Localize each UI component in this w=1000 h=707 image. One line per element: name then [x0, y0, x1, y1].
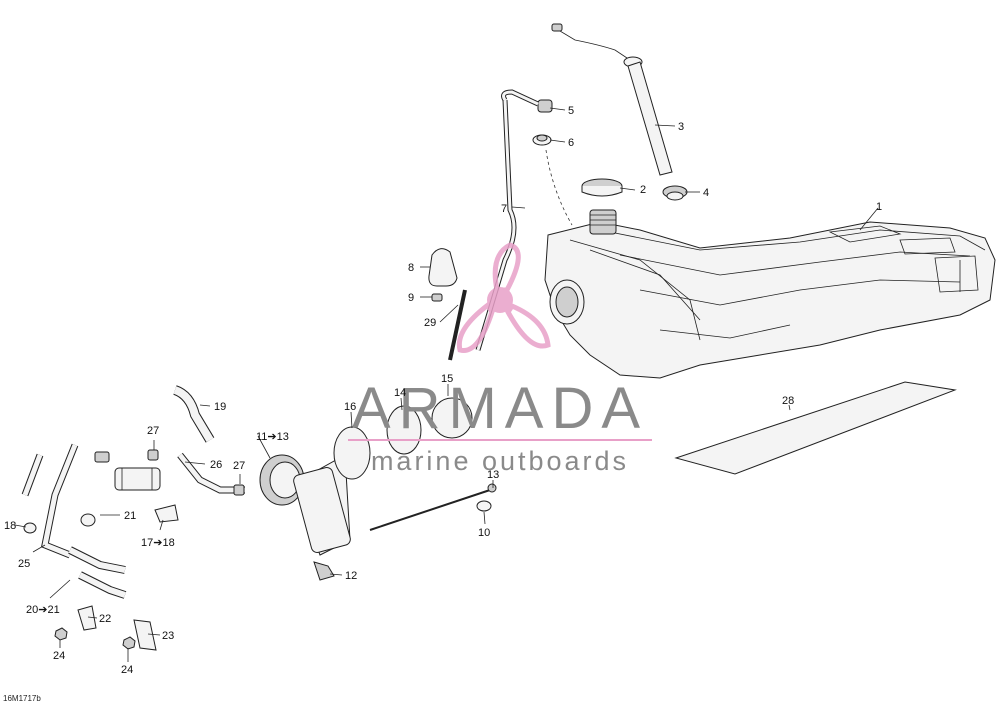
callout-20-21: 20➔21 [26, 604, 60, 616]
watermark-logo: ARMADA marine outboards [348, 242, 652, 476]
callout-27-b: 27 [233, 460, 245, 472]
callout-4: 4 [703, 187, 709, 199]
fuel-cap [581, 178, 623, 197]
clamp [147, 449, 159, 461]
clamp [23, 522, 37, 534]
callout-13: 13 [487, 469, 499, 481]
callout-8: 8 [408, 262, 414, 274]
callout-10: 10 [478, 527, 490, 539]
callout-16: 16 [344, 401, 356, 413]
watermark-tagline: marine outboards [371, 446, 629, 476]
fuel-pump-module [259, 454, 351, 581]
callout-21: 21 [124, 510, 136, 522]
callout-26: 26 [210, 459, 222, 471]
callout-24-a: 24 [53, 650, 65, 662]
fitting [154, 504, 179, 523]
bracket [77, 605, 97, 631]
callout-9: 9 [408, 292, 414, 304]
fuel-hoses [21, 385, 245, 599]
callout-5: 5 [568, 105, 574, 117]
callouts: 1 2 3 4 5 6 7 8 9 10 11➔13 12 13 14 15 1… [4, 105, 882, 676]
callout-19: 19 [214, 401, 226, 413]
vent-valve [532, 99, 553, 146]
bracket [133, 619, 157, 651]
callout-25: 25 [18, 558, 30, 570]
callout-28: 28 [782, 395, 794, 407]
callout-17-18: 17➔18 [141, 537, 175, 549]
callout-14: 14 [394, 387, 406, 399]
tank-strap [674, 381, 957, 475]
callout-11-13: 11➔13 [256, 431, 289, 443]
callout-18: 18 [4, 520, 16, 532]
gasket [428, 248, 458, 287]
fuel-pump-locking-ring [333, 397, 473, 480]
callout-3: 3 [678, 121, 684, 133]
grommet [662, 185, 688, 201]
callout-27-a: 27 [147, 425, 159, 437]
leader-lines [14, 107, 879, 662]
callout-15: 15 [441, 373, 453, 385]
callout-2: 2 [640, 184, 646, 196]
callout-12: 12 [345, 570, 357, 582]
propeller-icon [456, 242, 551, 353]
nut [54, 627, 68, 641]
vent-hose [475, 89, 540, 351]
watermark-brand: ARMADA [352, 376, 648, 441]
fuel-level-sender [551, 23, 673, 176]
clamp [233, 484, 245, 496]
clip [431, 293, 443, 302]
callout-23: 23 [162, 630, 174, 642]
callout-1: 1 [876, 201, 882, 213]
callout-29: 29 [424, 317, 436, 329]
tube [448, 289, 467, 361]
fuel-tank [544, 209, 996, 379]
fuel-level-rod [369, 483, 497, 531]
callout-7: 7 [501, 203, 507, 215]
callout-22: 22 [99, 613, 111, 625]
nut [122, 636, 136, 650]
clamp [80, 513, 96, 527]
callout-24-b: 24 [121, 664, 133, 676]
fuel-filter [94, 451, 161, 491]
drawing-reference: 16M1717b [3, 694, 41, 703]
callout-6: 6 [568, 137, 574, 149]
